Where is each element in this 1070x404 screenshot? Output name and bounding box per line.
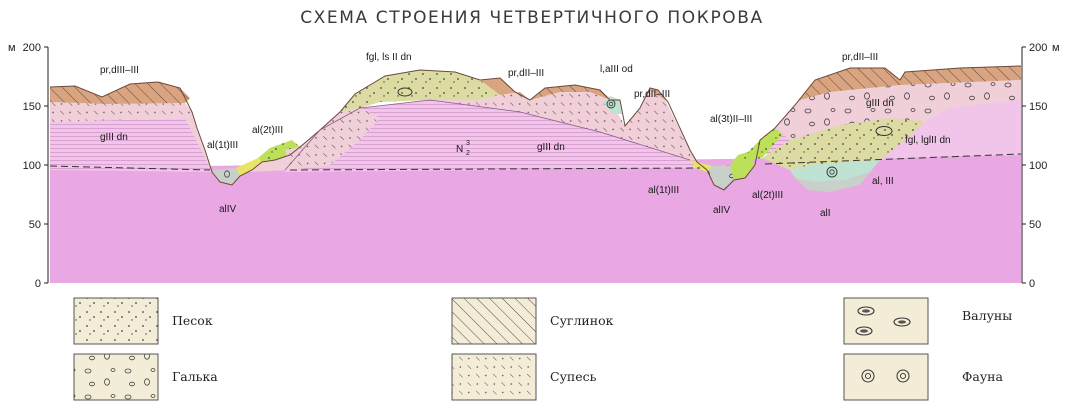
legend-item-sandy-loam: Супесь (451, 353, 597, 401)
legend-item-pebble: Галька (73, 353, 218, 401)
terrace-1t-left (236, 158, 262, 176)
top-cover-mid-2-hatch (530, 85, 610, 100)
label-al1t-III-left: al(1t)III (207, 140, 238, 151)
fgl-lgl-band-right (880, 100, 1021, 160)
diagram-title: СХЕМА СТРОЕНИЯ ЧЕТВЕРТИЧНОГО ПОКРОВА (300, 8, 764, 28)
boulder-icon-core (862, 309, 870, 313)
alluvium-grey-lens (795, 172, 870, 192)
legend-label-loam: Суглинок (550, 313, 614, 328)
center-hill-loam-left-hatch (285, 108, 380, 170)
legend-item-boulders: Валуны (843, 297, 1012, 345)
top-cover-right-hatch (795, 66, 1021, 105)
shell-icon (861, 369, 875, 383)
legend-label-boulders: Валуны (962, 308, 1012, 323)
right-axis: 200 м 150 100 50 0 (1021, 42, 1060, 290)
fauna-shell-lake-inner (608, 101, 614, 107)
right-tick-200: 200 (1029, 42, 1047, 54)
water-table-line (49, 153, 1022, 171)
label-alIV-right: alIV (713, 205, 731, 216)
legend-swatch-sand-pattern (74, 298, 158, 344)
shell-icon-inner (864, 372, 872, 380)
legend-swatch-pebble-pattern (74, 354, 158, 400)
fauna-shell-right-inner (829, 169, 835, 175)
legend: Песок Галька Суглинок Супесь (73, 297, 1012, 401)
legend-swatch-loam-pattern (452, 298, 536, 344)
label-gIII-dn-mid: gIII dn (537, 142, 565, 153)
boulder-icon (857, 306, 875, 316)
left-axis-unit: м (8, 42, 16, 54)
loam-band-left-hatch (50, 102, 192, 122)
label-al1t-III-right: al(1t)III (648, 185, 679, 196)
shell-icon (896, 369, 910, 383)
label-N2-sub: 2 (466, 150, 470, 157)
boulder-icon-core (898, 320, 906, 324)
legend-swatch-boulders (843, 297, 929, 345)
left-tick-100: 100 (23, 160, 41, 172)
terrace-2t-left-dots (258, 140, 300, 162)
bedrock-layer (50, 155, 1021, 283)
label-fgl-lglII-dn: fgl, lglII dn (905, 135, 951, 146)
surface-profile (49, 65, 1022, 191)
right-tick-50: 50 (1029, 219, 1041, 231)
right-tick-150: 150 (1029, 101, 1047, 113)
top-cover-mid (480, 78, 530, 100)
label-pr-dII-III-right: pr,dII–III (842, 52, 878, 63)
moraine-left-hatch (50, 118, 212, 172)
fgl-sand-cap-dots (340, 70, 500, 112)
boulder-icon (855, 326, 873, 336)
terrace-3t-right-dots (738, 125, 790, 160)
label-fgl-ls-II-dn: fgl, ls II dn (366, 52, 412, 63)
label-l-aIII-od: l,aIII od (600, 64, 633, 75)
center-loam-band-hatch (430, 90, 697, 160)
label-alI: alI (820, 208, 831, 219)
left-tick-200: 200 (23, 42, 41, 54)
fauna-shell-right (826, 166, 838, 178)
legend-label-fauna: Фауна (962, 369, 1004, 384)
loam-band-right-pebble (775, 80, 1021, 140)
top-cover-mid-3 (640, 88, 668, 108)
right-tick-100: 100 (1029, 160, 1047, 172)
bedrock-contact (284, 99, 691, 171)
alluvium-cyan-lens (790, 160, 880, 182)
label-gIII-dn-right: gIII dn (866, 98, 894, 109)
boulder-central (397, 87, 413, 97)
label-pr-dII-III-mid: pr,dII–III (508, 68, 544, 79)
boulder-icon-core (860, 329, 868, 333)
left-valley-slope (185, 112, 290, 185)
legend-label-sandy-loam: Супесь (550, 369, 597, 384)
shell-icon-inner (899, 372, 907, 380)
label-al-III: al, III (872, 176, 894, 187)
label-al3t-II-III: al(3t)II–III (710, 114, 752, 125)
label-al2t-III-left: al(2t)III (252, 125, 283, 136)
left-tick-150: 150 (23, 101, 41, 113)
left-valley-pebble (212, 168, 240, 185)
label-N2-sup: 3 (466, 140, 470, 147)
label-pr-dIII-III-left: pr,dIII–III (100, 65, 139, 76)
left-tick-0: 0 (35, 278, 41, 290)
legend-swatch-sandy-loam-pattern (452, 354, 536, 400)
label-alIV-left: alIV (219, 204, 237, 215)
legend-item-loam: Суглинок (451, 297, 614, 345)
top-cover-left-hatch (50, 82, 190, 104)
legend-label-sand: Песок (172, 313, 213, 328)
label-pr-dII-III-right-mid: pr,dII–III (634, 89, 670, 100)
bedrock-hill-hatch (285, 100, 700, 172)
boulder-right (875, 126, 893, 136)
fgl-wedge-right-dots (762, 118, 925, 170)
right-axis-unit: м (1052, 42, 1060, 54)
left-tick-50: 50 (29, 219, 41, 231)
legend-label-pebble: Галька (172, 369, 218, 384)
legend-swatch-fauna (843, 353, 929, 401)
legend-item-fauna: Фауна (843, 353, 1004, 401)
label-N2: N (456, 144, 463, 155)
left-axis: м 200 150 100 50 0 (8, 42, 49, 290)
legend-item-sand: Песок (73, 297, 213, 345)
boulder-icon (893, 317, 911, 327)
label-gIII-dn-left: gIII dn (100, 132, 128, 143)
layer-labels: pr,dIII–III fgl, ls II dn pr,dII–III l,a… (100, 52, 951, 219)
label-al2t-III-right: al(2t)III (752, 190, 783, 201)
right-tick-0: 0 (1029, 278, 1035, 290)
